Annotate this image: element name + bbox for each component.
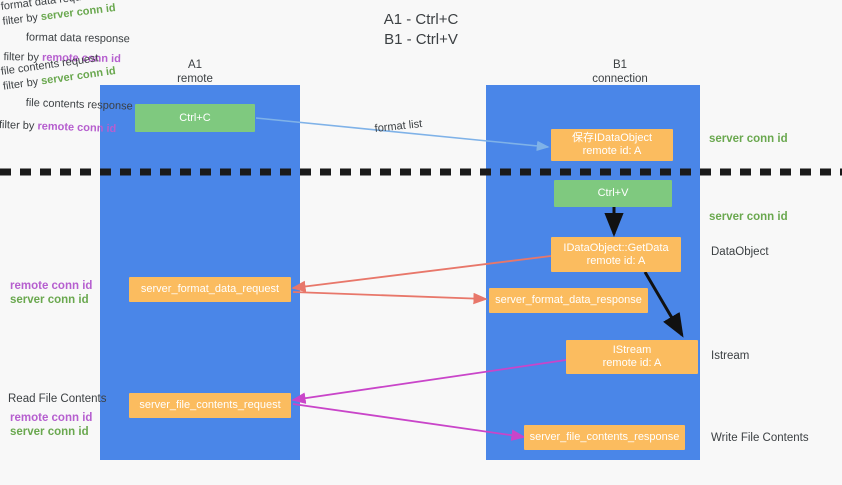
node-getdata[interactable]: IDataObject::GetData remote id: A xyxy=(551,237,681,272)
annotation-server-conn-id-top: server conn id xyxy=(709,133,788,145)
node-server-format-data-request[interactable]: server_format_data_request xyxy=(129,277,291,302)
annotation-read-file-contents: Read File Contents xyxy=(8,393,107,405)
annotation-left-server-conn-id-2: server conn id xyxy=(10,426,89,438)
annotation-left-remote-conn-id-2: remote conn id xyxy=(10,412,93,424)
annotation-write-file-contents: Write File Contents xyxy=(711,432,809,444)
filter-prefix: filter by xyxy=(1,11,42,28)
annotation-server-conn-id-mid: server conn id xyxy=(709,211,788,223)
node-ctrl-c[interactable]: Ctrl+C xyxy=(135,104,255,132)
filter-prefix: filter by xyxy=(0,118,38,133)
node-ctrl-v[interactable]: Ctrl+V xyxy=(554,180,672,207)
annotation-dataobject: DataObject xyxy=(711,246,769,258)
annotation-left-remote-conn-id-1: remote conn id xyxy=(10,280,93,292)
filter-prefix: filter by xyxy=(2,75,43,93)
node-server-file-contents-response[interactable]: server_file_contents_response xyxy=(524,425,685,450)
annotation-istream: Istream xyxy=(711,350,750,362)
filter-value-remote-conn-id: remote conn id xyxy=(37,120,117,136)
diagram-title: A1 - Ctrl+C B1 - Ctrl+V xyxy=(383,11,459,48)
column-header-b1: B1 connection xyxy=(592,59,648,85)
node-set-dataobject[interactable]: 保存IDataObject remote id: A xyxy=(551,129,673,161)
column-header-a1: A1 remote xyxy=(177,59,213,85)
node-server-format-data-response[interactable]: server_format_data_response xyxy=(489,288,648,313)
annotation-left-server-conn-id-1: server conn id xyxy=(10,294,89,306)
edge-format-data-response xyxy=(292,291,488,305)
node-server-file-contents-request[interactable]: server_file_contents_request xyxy=(129,393,291,418)
node-istream[interactable]: IStream remote id: A xyxy=(566,340,698,374)
